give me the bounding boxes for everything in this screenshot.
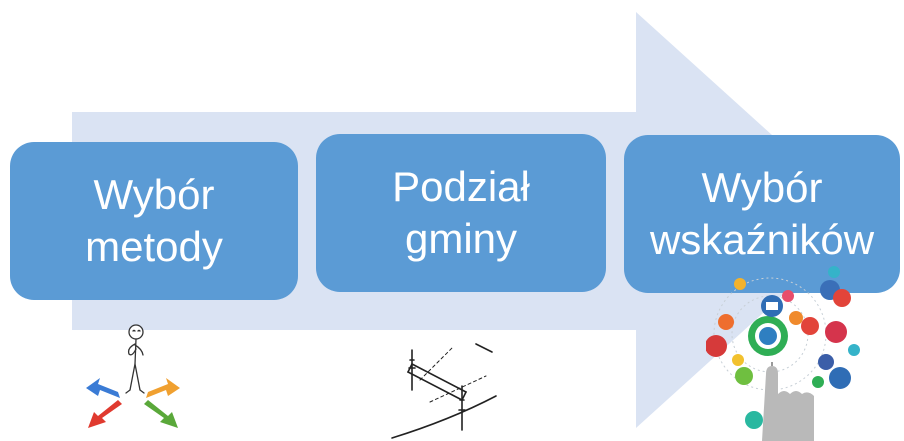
step-box-indicator-selection: Wybór wskaźników (624, 135, 900, 293)
thinking-person-with-direction-arrows-icon (86, 324, 180, 428)
step-1-line-2: metody (85, 223, 223, 270)
step-1-line-1: Wybór (93, 170, 215, 218)
step-3-line-1: Wybór (701, 163, 823, 211)
step-box-municipality-division: Podział gminy (316, 134, 606, 292)
surveying-instrument-sketch-icon (391, 343, 497, 439)
step-2-line-1: Podział (392, 162, 530, 210)
step-3-line-2: wskaźników (649, 216, 875, 263)
hand-touching-network-of-data-icons-icon (706, 266, 860, 441)
step-2-line-2: gminy (404, 215, 518, 262)
step-box-method-selection: Wybór metody (10, 142, 298, 300)
